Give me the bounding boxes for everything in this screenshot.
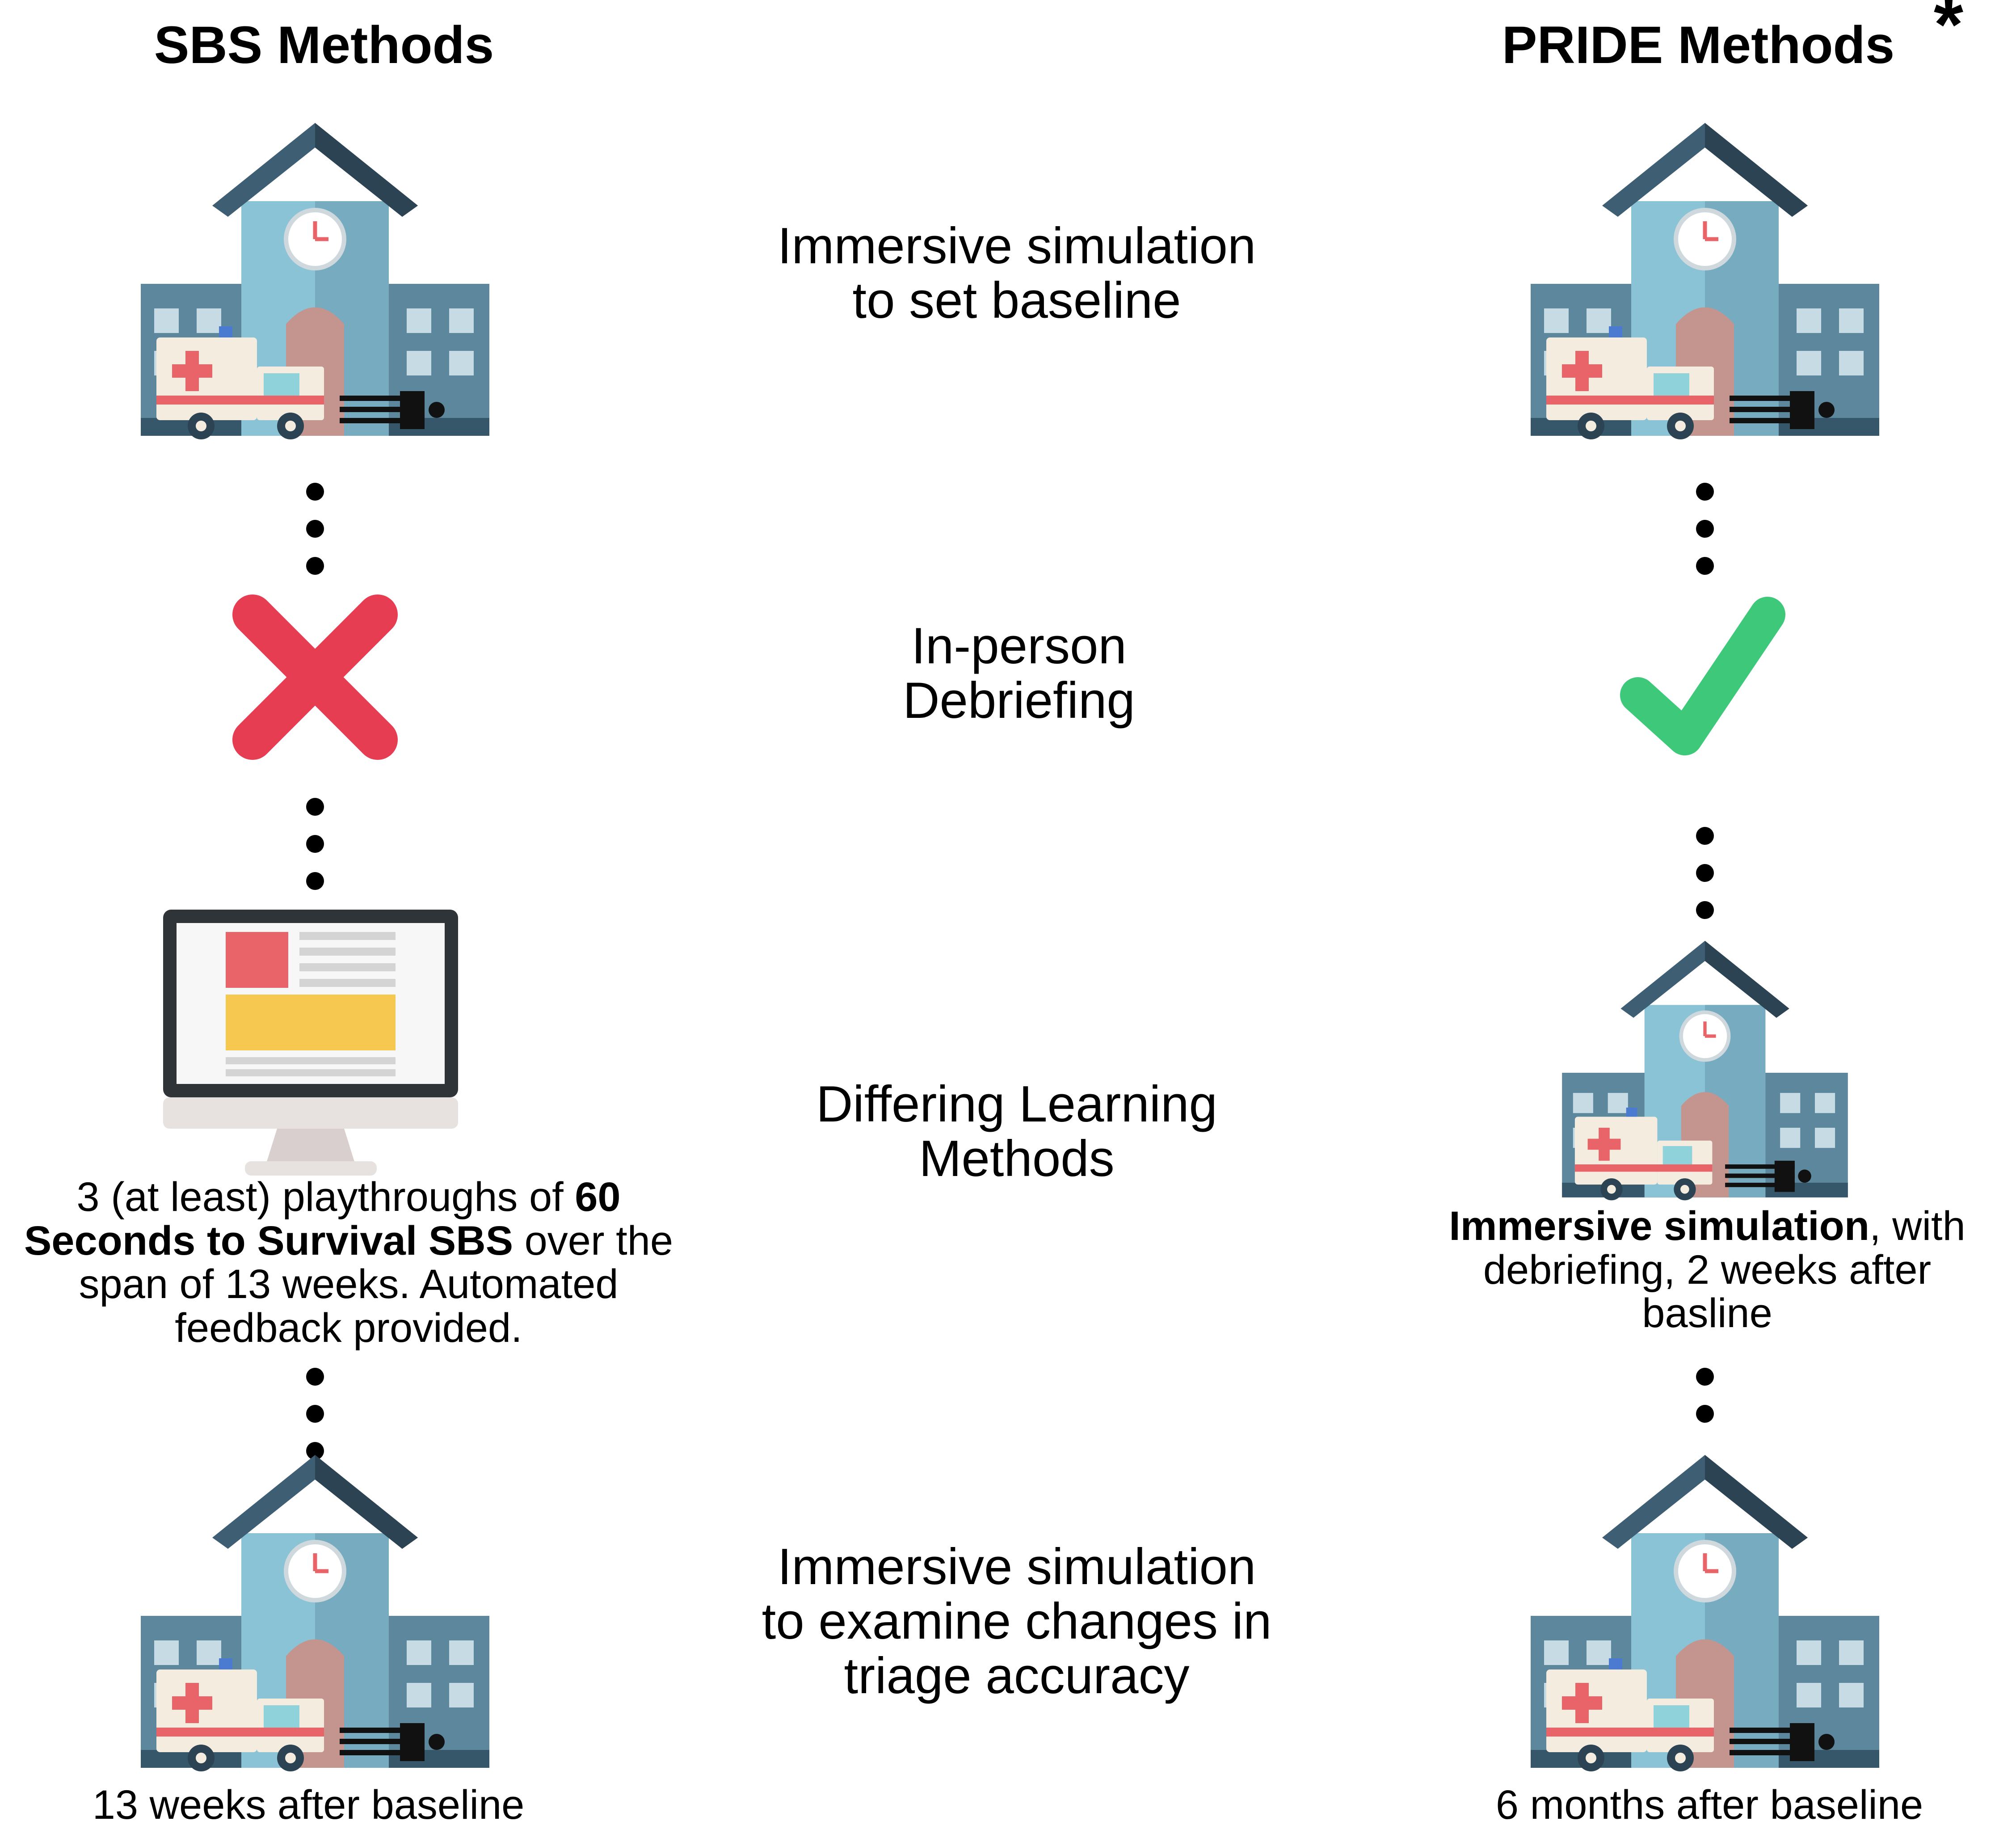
- computer-monitor-icon: [163, 910, 458, 1176]
- connector-dots: [306, 798, 324, 890]
- hospital-icon: [141, 123, 489, 439]
- pride-note-text: , with debriefing, 2 weeks after basline: [1483, 1203, 1965, 1336]
- hospital-icon: [1531, 123, 1879, 439]
- stage-learning-label: Differing Learning Methods: [816, 1076, 1217, 1187]
- sbs-note-game-name: 60 Seconds to Survival SBS: [24, 1174, 621, 1264]
- connector-dots: [1696, 483, 1714, 575]
- sbs-heading: SBS Methods: [154, 16, 494, 75]
- pride-heading: PRIDE Methods: [1502, 16, 1895, 75]
- green-check-icon: [1620, 597, 1785, 755]
- stage-debriefing-label: In-person Debriefing: [903, 618, 1135, 729]
- hospital-icon: [1562, 941, 1848, 1201]
- pride-learning-note: Immersive simulation, with debriefing, 2…: [1432, 1203, 1982, 1336]
- hospital-icon: [141, 1455, 489, 1771]
- connector-dots: [306, 1368, 324, 1460]
- sbs-note-text-2: over the span of 13 weeks. Automated fee…: [79, 1218, 673, 1351]
- hospital-icon: [1531, 1455, 1879, 1771]
- stage-followup-label: Immersive simulation to examine changes …: [762, 1539, 1272, 1704]
- connector-dots: [1696, 1368, 1714, 1423]
- sbs-learning-note: 3 (at least) playthroughs of 60 Seconds …: [4, 1174, 693, 1351]
- pride-followup-note: 6 months after baseline: [1495, 1782, 1923, 1828]
- stage-baseline-label: Immersive simulation to set baseline: [777, 218, 1256, 329]
- pride-note-bold: Immersive simulation: [1449, 1203, 1870, 1249]
- sbs-followup-note: 13 weeks after baseline: [92, 1782, 525, 1828]
- sbs-note-text-1: 3 (at least) playthroughs of: [76, 1174, 575, 1220]
- connector-dots: [1696, 827, 1714, 919]
- connector-dots: [306, 483, 324, 575]
- pride-asterisk: *: [1933, 0, 1964, 67]
- red-cross-icon: [232, 594, 398, 760]
